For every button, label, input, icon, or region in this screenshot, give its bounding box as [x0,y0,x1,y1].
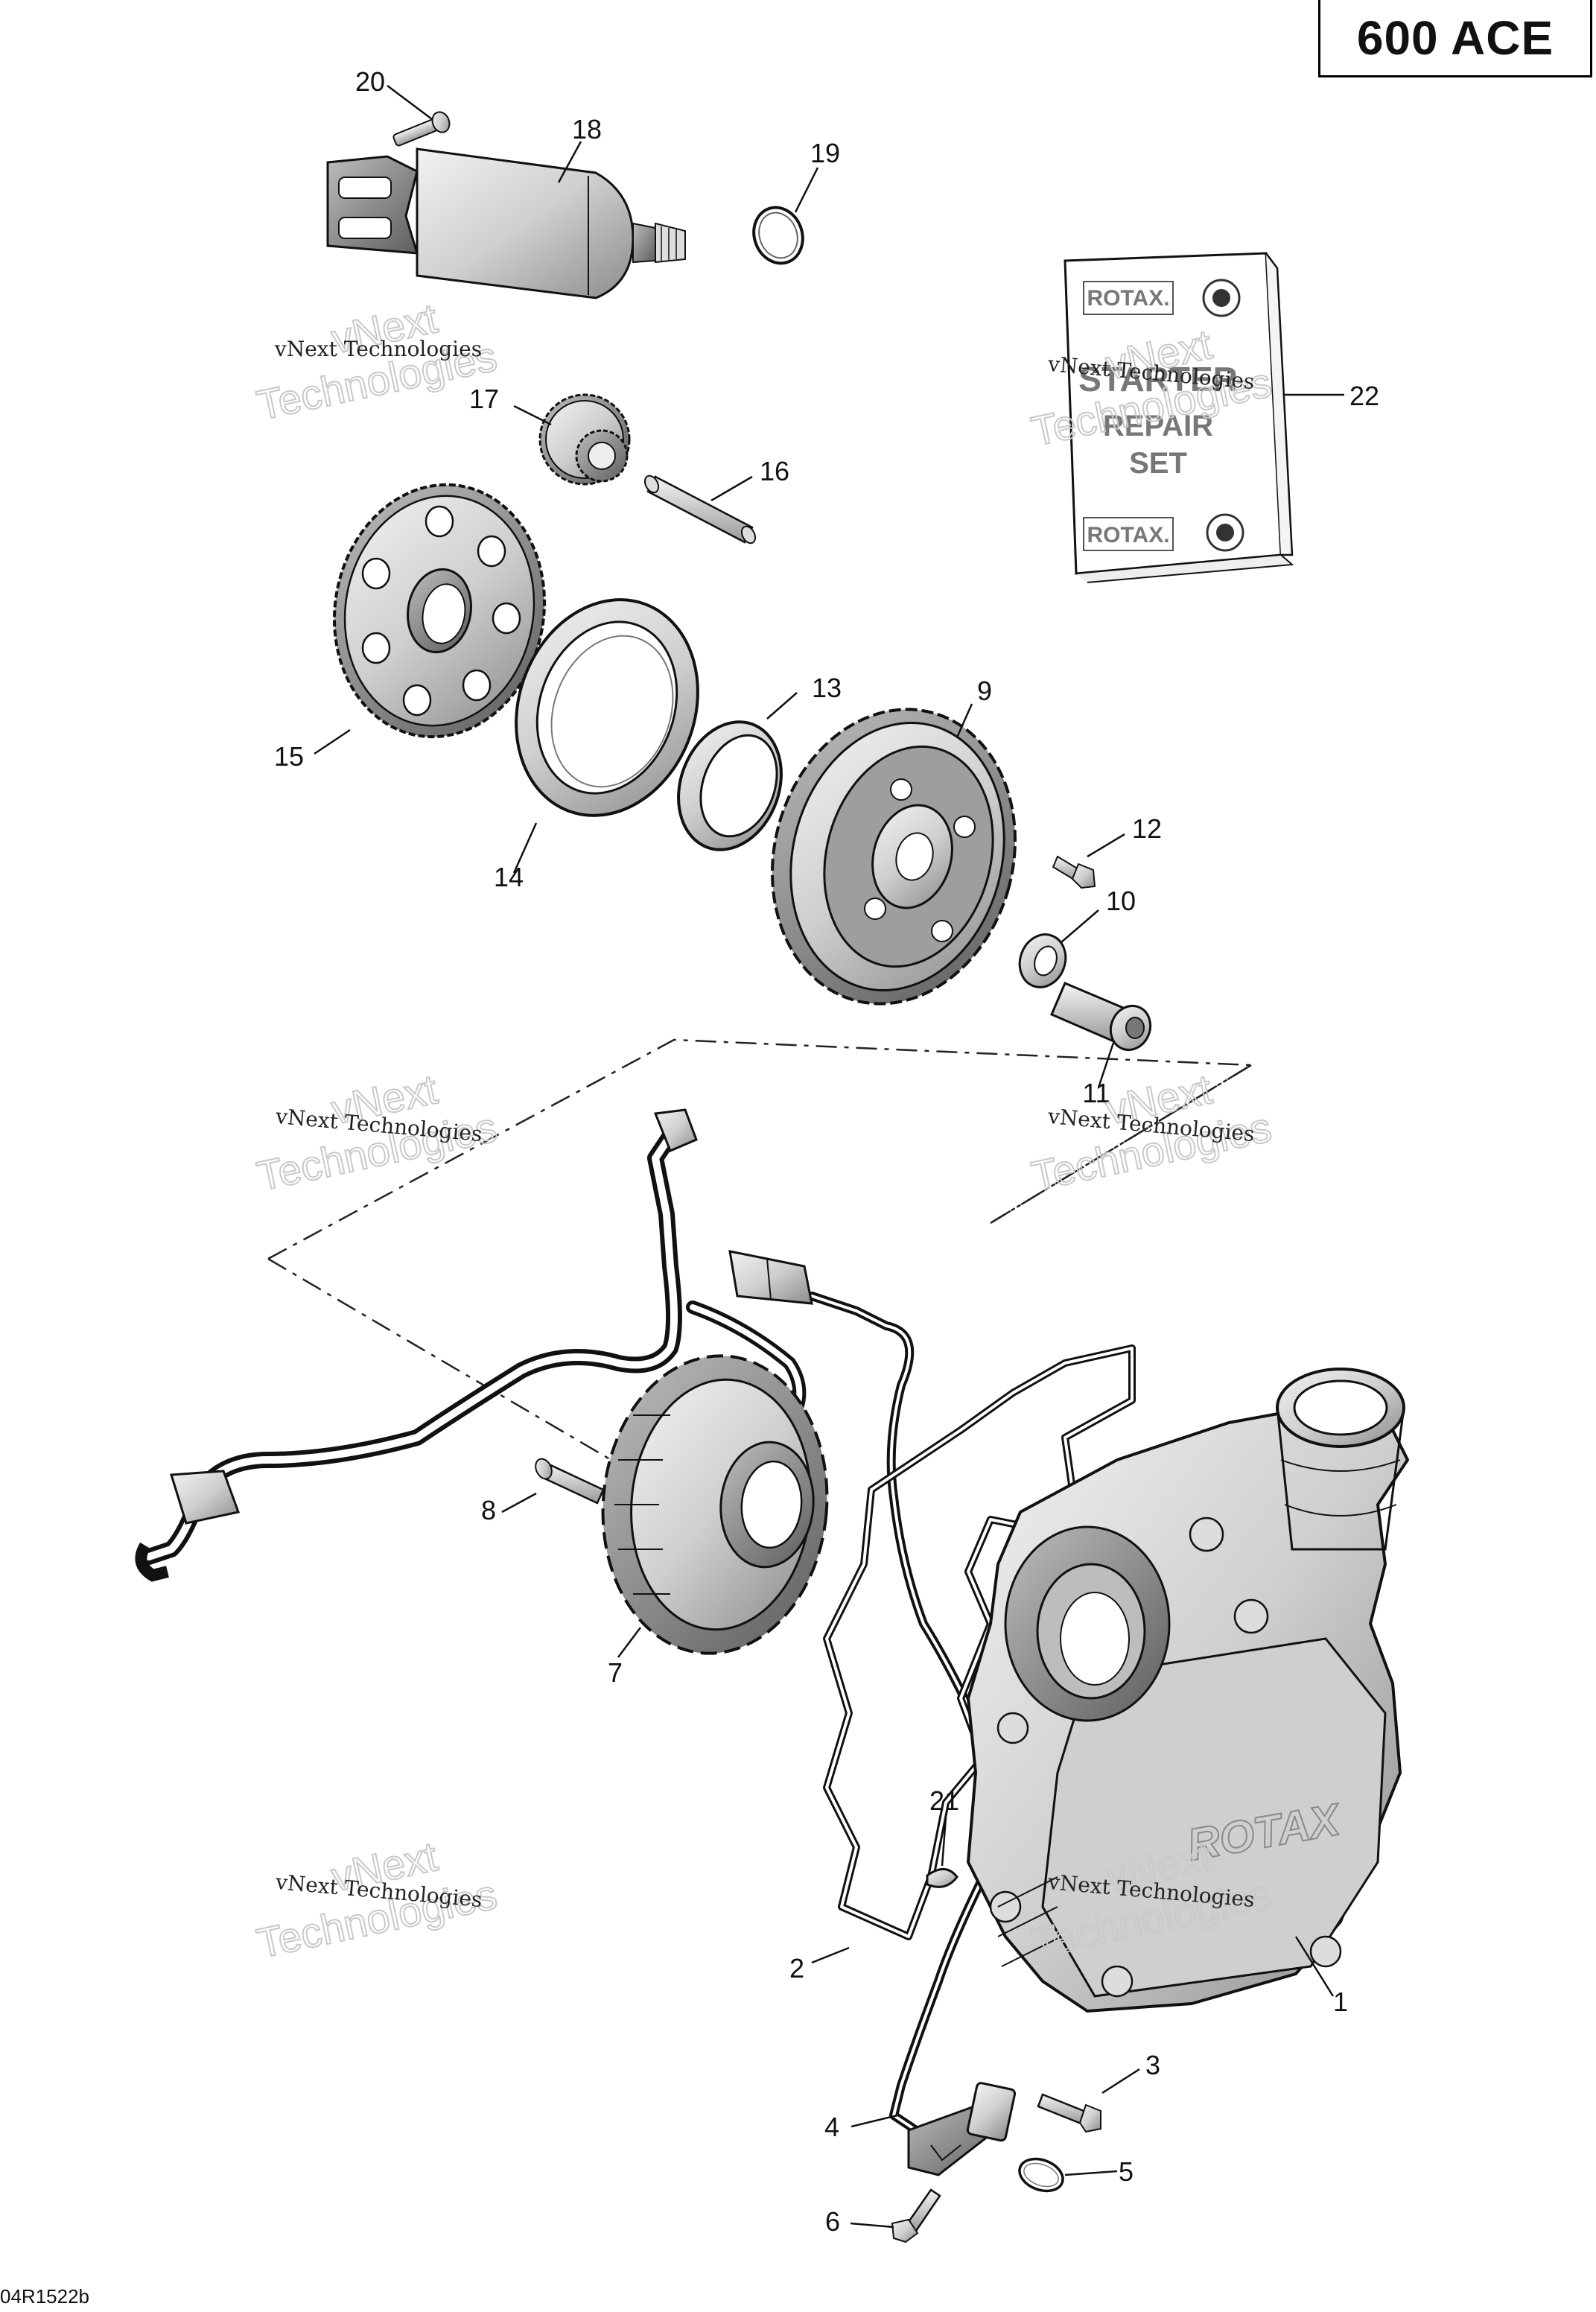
callout-11: 11 [1082,1078,1110,1108]
callout-16: 16 [760,456,789,486]
callout-14: 14 [494,862,524,892]
ring-gear-15 [333,483,546,739]
kit-brand-top: ROTAX. [1087,286,1169,311]
callout-10: 10 [1106,886,1136,916]
assembly-outline-right [990,1064,1252,1225]
callout-12: 12 [1132,813,1162,844]
rotor-flywheel-9 [771,708,1017,1006]
kit-line-set: SET [1129,447,1187,480]
callout-19: 19 [810,138,840,168]
svg-text:vNext Technologies: vNext Technologies [274,337,482,361]
o-ring-5 [1018,2157,1064,2193]
wire-clip-21 [926,1868,958,1888]
callout-17: 17 [469,384,499,414]
callout-3: 3 [1145,2050,1160,2080]
shaft-16 [643,474,757,544]
callout-15: 15 [274,741,304,772]
bolt-20 [392,111,451,147]
kit-brand-bottom: ROTAX. [1087,523,1169,547]
kit-line-repair: REPAIR [1103,410,1213,442]
callout-1: 1 [1333,1987,1348,2017]
callout-20: 20 [355,66,385,97]
callout-21: 21 [929,1785,959,1816]
leader-lines [314,85,1344,2229]
callout-5: 5 [1119,2156,1134,2187]
magneto-cover-1: ROTAX [966,1368,1410,2013]
callout-9: 9 [977,676,992,706]
callout-labels: 20 18 19 22 17 16 15 13 9 12 10 11 14 8 … [274,66,1379,2237]
callout-22: 22 [1349,381,1379,411]
model-title: 600 ACE [1356,10,1554,65]
screw-3 [1037,2093,1101,2133]
sprag-housing-14 [515,598,699,817]
watermark-top-left: vNext Technologies vNext Technologies [252,293,502,430]
crank-sensor-4 [907,2082,1017,2176]
model-title-box: 600 ACE [1318,0,1592,77]
watermark-mid-right: vNext Technologies vNext Technologies [1027,1064,1277,1201]
stator-7 [601,1354,829,1655]
assembly-outline [267,1038,1255,1260]
bolt-12 [1052,855,1096,889]
callout-18: 18 [572,114,602,144]
bushing-13 [677,720,783,851]
screw-6 [891,2188,941,2243]
callout-8: 8 [481,1495,496,1525]
o-ring-19 [752,206,804,265]
document-id: 04R1522b [0,2285,89,2308]
flywheel-bolt-11 [1050,982,1152,1051]
wiring-harness [135,1108,807,1582]
callout-6: 6 [825,2206,840,2237]
callout-7: 7 [608,1657,623,1688]
watermark-mid-left: vNext Technologies vNext Technologies [252,1064,502,1201]
callout-4: 4 [824,2112,839,2142]
starter-motor-18 [326,147,686,299]
watermark-bottom-left: vNext Technologies vNext Technologies [252,1832,502,1968]
stator-screw-8 [535,1458,605,1505]
washer-10 [1018,933,1067,988]
idler-gear-17 [538,393,631,486]
starter-repair-kit-22: ROTAX. STARTER REPAIR SET ROTAX. [1064,252,1294,583]
kit-line-starter: STARTER [1078,360,1238,398]
callout-2: 2 [789,1953,804,1984]
callout-13: 13 [812,673,842,703]
